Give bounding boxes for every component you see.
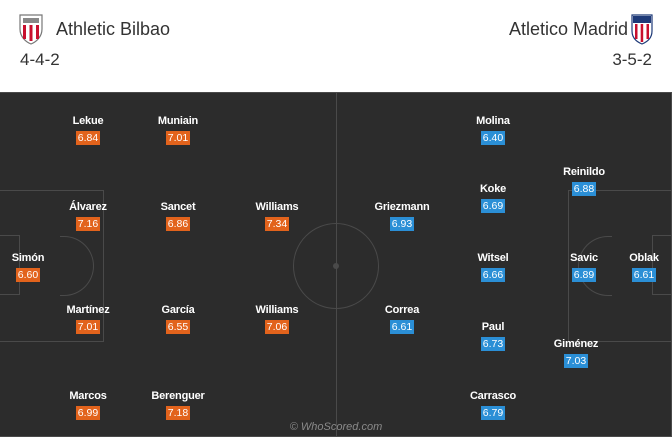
player-name: Lekue [72,115,104,127]
player-away-gk[interactable]: Oblak 6.61 [599,251,672,283]
athletic-bilbao-crest-icon [19,14,43,45]
player-home-def[interactable]: Álvarez 7.16 [43,200,133,232]
home-team-name[interactable]: Athletic Bilbao [56,19,171,39]
player-rating: 6.89 [571,268,597,282]
away-goal-box [652,235,672,295]
center-spot [333,263,339,269]
pitch: Simón 6.60 Lekue 6.84 Álvarez 7.16 Martí… [0,92,672,437]
player-name: Muniain [157,115,199,127]
player-home-def[interactable]: Lekue 6.84 [43,114,133,146]
player-away-def[interactable]: Reinildo 6.88 [539,165,629,197]
player-home-def[interactable]: Marcos 6.99 [43,389,133,421]
player-name: Correa [384,304,420,316]
player-rating: 7.16 [75,217,101,231]
player-rating: 6.86 [165,217,191,231]
player-rating: 7.01 [165,131,191,145]
player-home-fwd[interactable]: Williams 7.06 [232,303,322,335]
player-name: Giménez [553,338,599,350]
player-name: Williams [255,201,299,213]
away-formation: 3-5-2 [612,50,652,69]
player-away-mid[interactable]: Koke 6.69 [448,182,538,214]
player-name: Paul [481,321,505,333]
match-header: Athletic Bilbao 4-4-2 Atletico Madrid 3-… [0,0,672,92]
player-name: Marcos [69,390,107,402]
player-name: Molina [476,115,510,127]
player-home-fwd[interactable]: Williams 7.34 [232,200,322,232]
player-home-gk[interactable]: Simón 6.60 [0,251,73,283]
away-team-name[interactable]: Atletico Madrid [508,19,628,39]
player-home-mid[interactable]: Berenguer 7.18 [133,389,223,421]
player-name: Berenguer [151,390,205,402]
player-rating: 6.61 [389,320,415,334]
player-away-mid[interactable]: Carrasco 6.79 [448,389,538,421]
player-away-def[interactable]: Savic 6.89 [539,251,629,283]
player-name: Álvarez [69,201,107,213]
home-penalty-box [0,190,104,342]
player-rating: 6.93 [389,217,415,231]
player-name: Martínez [66,304,110,316]
player-rating: 7.01 [75,320,101,334]
player-name: Sancet [160,201,196,213]
player-away-def[interactable]: Giménez 7.03 [531,337,621,369]
home-goal-box [0,235,20,295]
player-rating: 6.40 [480,131,506,145]
player-name: Oblak [629,252,659,264]
player-rating: 6.55 [165,320,191,334]
player-home-mid[interactable]: Sancet 6.86 [133,200,223,232]
watermark-text: © WhoScored.com [289,421,383,433]
home-formation: 4-4-2 [20,50,60,69]
player-away-fwd[interactable]: Correa 6.61 [357,303,447,335]
player-rating: 6.88 [571,182,597,196]
player-name: Williams [255,304,299,316]
player-rating: 6.61 [631,268,657,282]
center-circle [293,223,379,309]
player-name: Reinildo [563,166,605,178]
player-away-mid[interactable]: Paul 6.73 [448,320,538,352]
player-rating: 7.06 [264,320,290,334]
player-name: Griezmann [374,201,430,213]
player-name: Koke [479,183,507,195]
player-rating: 7.18 [165,406,191,420]
player-rating: 6.73 [480,337,506,351]
player-rating: 7.34 [264,217,290,231]
player-name: Simón [11,252,45,264]
player-name: Savic [570,252,598,264]
atletico-madrid-crest-icon [631,14,653,45]
player-away-fwd[interactable]: Griezmann 6.93 [357,200,447,232]
player-name: Witsel [477,252,509,264]
player-home-mid[interactable]: Muniain 7.01 [133,114,223,146]
away-penalty-box [568,190,672,342]
player-name: Carrasco [469,390,517,402]
player-rating: 6.99 [75,406,101,420]
player-rating: 6.79 [480,406,506,420]
player-away-mid[interactable]: Witsel 6.66 [448,251,538,283]
player-home-def[interactable]: Martínez 7.01 [43,303,133,335]
player-rating: 6.69 [480,199,506,213]
player-rating: 6.66 [480,268,506,282]
player-name: García [161,304,195,316]
player-rating: 6.60 [15,268,41,282]
player-home-mid[interactable]: García 6.55 [133,303,223,335]
player-rating: 7.03 [563,354,589,368]
player-rating: 6.84 [75,131,101,145]
player-away-mid[interactable]: Molina 6.40 [448,114,538,146]
